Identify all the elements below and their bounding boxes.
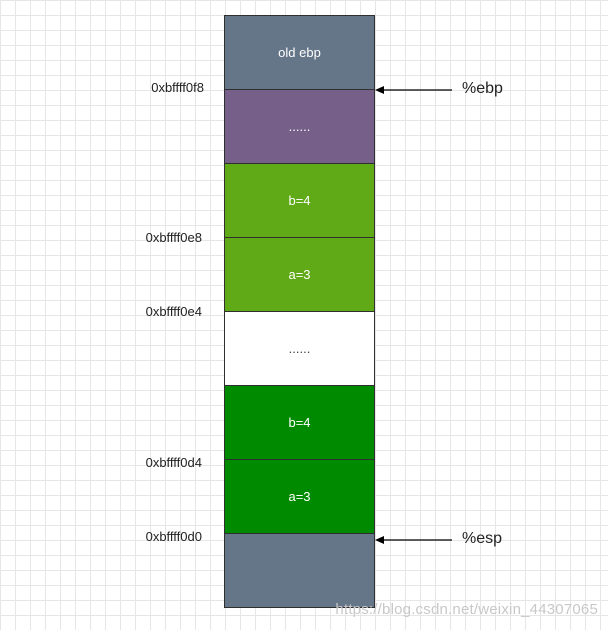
stack-block-bottom [224, 533, 375, 608]
address-label-d4: 0xbffff0d4 [145, 455, 202, 470]
stack-diagram: old ebp ...... b=4 a=3 ...... b=4 a=3 [224, 15, 375, 608]
stack-block-a-arg: a=3 [224, 459, 375, 534]
stack-block-ellipsis-top: ...... [224, 89, 375, 164]
stack-block-old-ebp: old ebp [224, 15, 375, 90]
register-label-ebp: %ebp [462, 80, 503, 97]
address-label-ebp: 0xbffff0f8 [151, 80, 204, 95]
watermark-text: https://blog.csdn.net/weixin_44307065 [335, 601, 598, 618]
stack-block-ellipsis-middle: ...... [224, 311, 375, 386]
stack-block-b-local: b=4 [224, 163, 375, 238]
stack-block-a-local: a=3 [224, 237, 375, 312]
address-label-esp: 0xbffff0d0 [145, 529, 202, 544]
stack-block-b-arg: b=4 [224, 385, 375, 460]
esp-arrow-icon [375, 536, 452, 544]
ebp-arrow-icon [375, 86, 452, 94]
address-label-e4: 0xbffff0e4 [145, 304, 202, 319]
register-label-esp: %esp [462, 530, 503, 547]
address-label-e8: 0xbffff0e8 [145, 230, 202, 245]
